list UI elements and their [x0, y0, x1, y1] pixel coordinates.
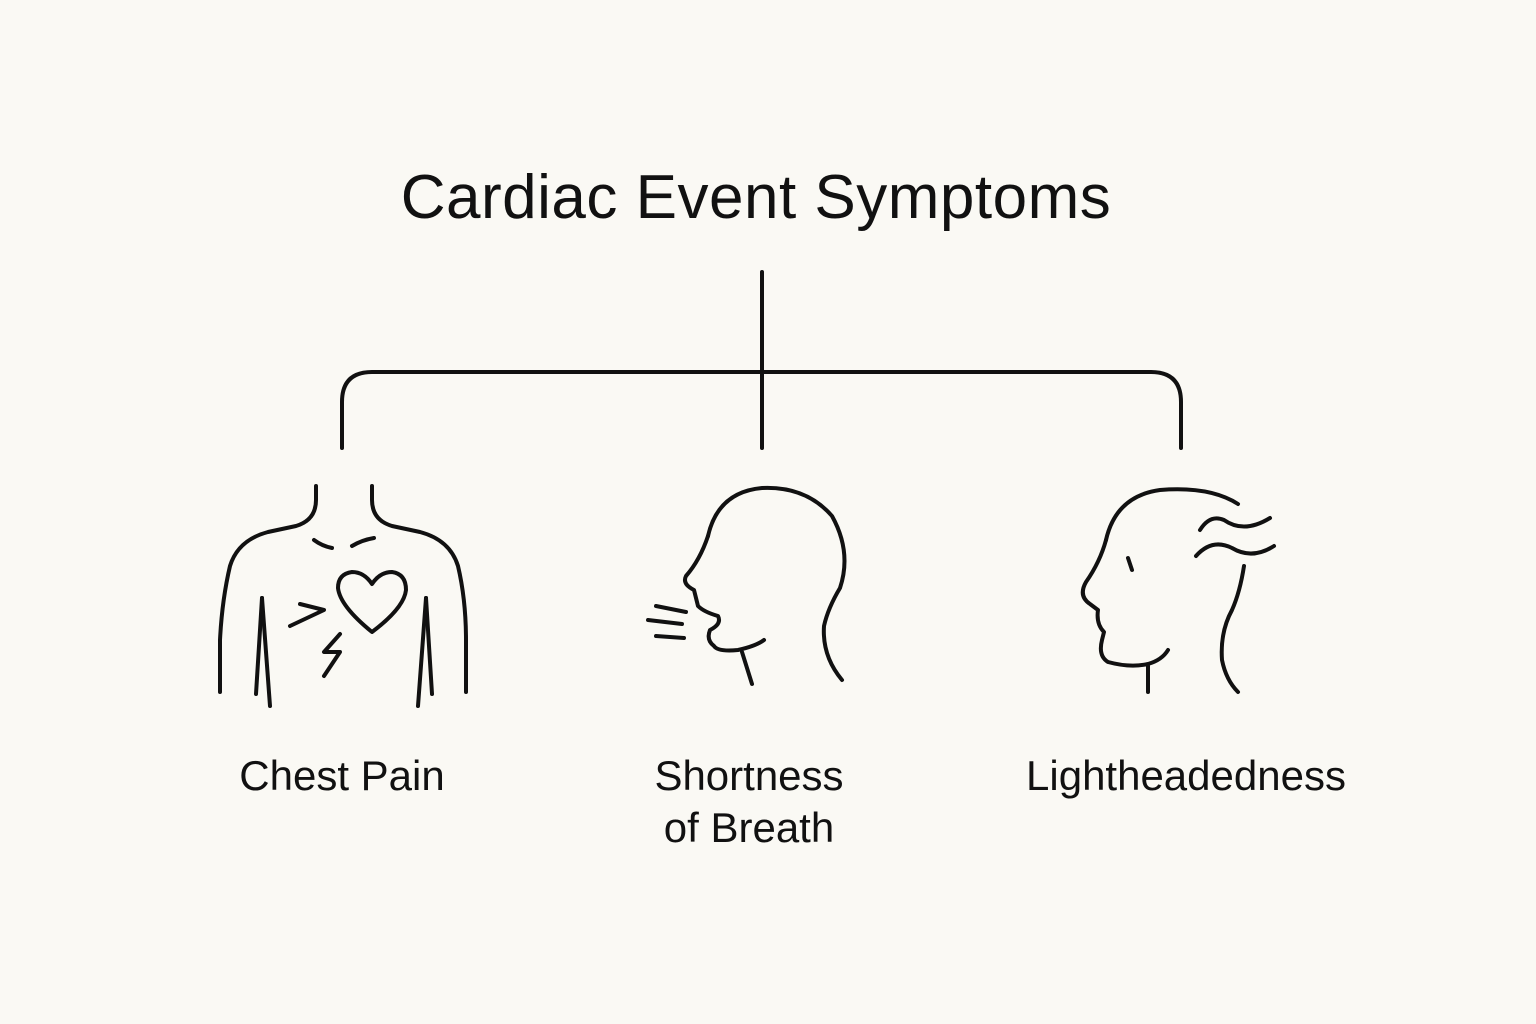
node-label-lightheadedness: Lightheadedness: [1026, 752, 1346, 799]
diagram-title: Cardiac Event Symptoms: [400, 163, 1112, 232]
lightheadedness-icon: [1080, 487, 1276, 694]
node-label-chest-pain: Chest Pain: [239, 752, 445, 799]
node-label-shortness-of-breath: Shortness of Breath: [654, 752, 844, 851]
chest-pain-icon: [218, 484, 468, 708]
tree-connectors: [340, 270, 1183, 450]
shortness-of-breath-icon: [646, 485, 847, 686]
branch-line: [340, 370, 1183, 450]
